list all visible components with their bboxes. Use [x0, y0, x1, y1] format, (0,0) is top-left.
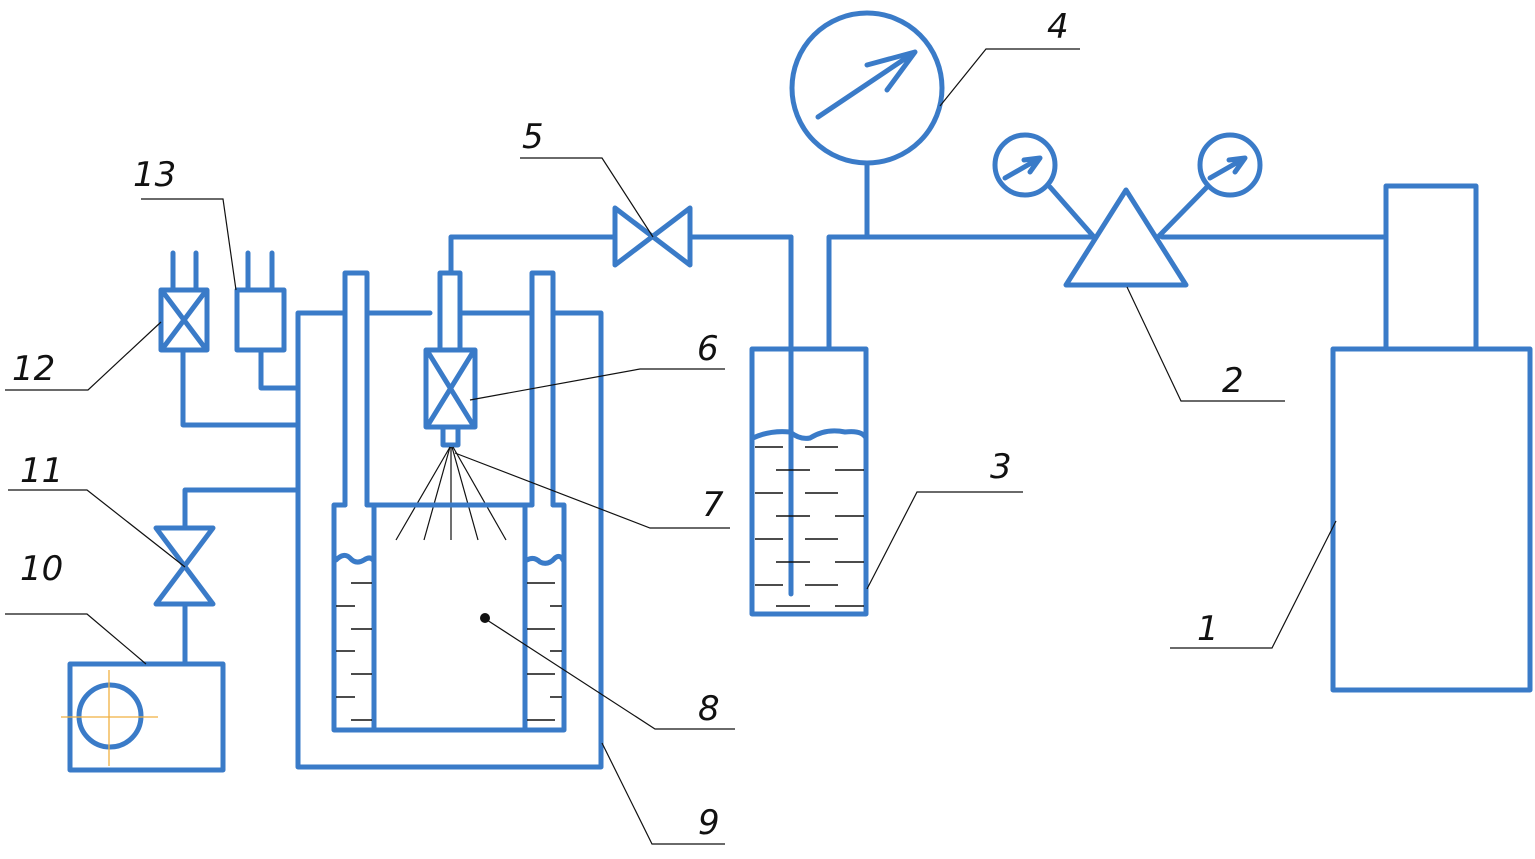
label-7: 7	[702, 485, 724, 525]
liquid-level-marks	[755, 446, 864, 607]
label-6: 6	[697, 329, 719, 369]
label-11: 11	[20, 451, 63, 491]
component-labels: 1 2 3 4 5 6 7 8 9 10 11 12 13	[12, 7, 1244, 843]
spray-nozzle	[395, 424, 507, 541]
label-9: 9	[698, 803, 720, 843]
pressure-gauge	[789, 10, 945, 240]
pressure-reducer	[992, 132, 1263, 288]
label-3: 3	[990, 447, 1012, 487]
pipe-reducer-to-vessel	[826, 234, 1097, 352]
outer-vessel	[295, 310, 604, 770]
label-2: 2	[1222, 361, 1244, 401]
sensor-block-13	[234, 250, 301, 391]
label-12: 12	[12, 349, 55, 389]
valve-5	[612, 205, 693, 268]
label-1: 1	[1197, 609, 1219, 649]
jacket-level-marks	[336, 582, 562, 721]
inner-chamber	[331, 502, 567, 733]
filter-12	[158, 250, 301, 428]
label-10: 10	[20, 549, 63, 589]
pipe-valve-to-nozzle	[448, 234, 618, 276]
label-8: 8	[698, 689, 720, 729]
valve-11	[153, 525, 216, 667]
leader-lines	[5, 48, 1337, 845]
label-5: 5	[522, 117, 544, 157]
liquid-vessel	[749, 234, 869, 617]
label-4: 4	[1047, 7, 1069, 47]
gas-cylinder	[1330, 183, 1533, 693]
pipe-vessel-to-pump	[182, 487, 301, 531]
filter-6	[423, 347, 478, 430]
label-13: 13	[133, 155, 176, 195]
vacuum-pump	[61, 661, 226, 773]
